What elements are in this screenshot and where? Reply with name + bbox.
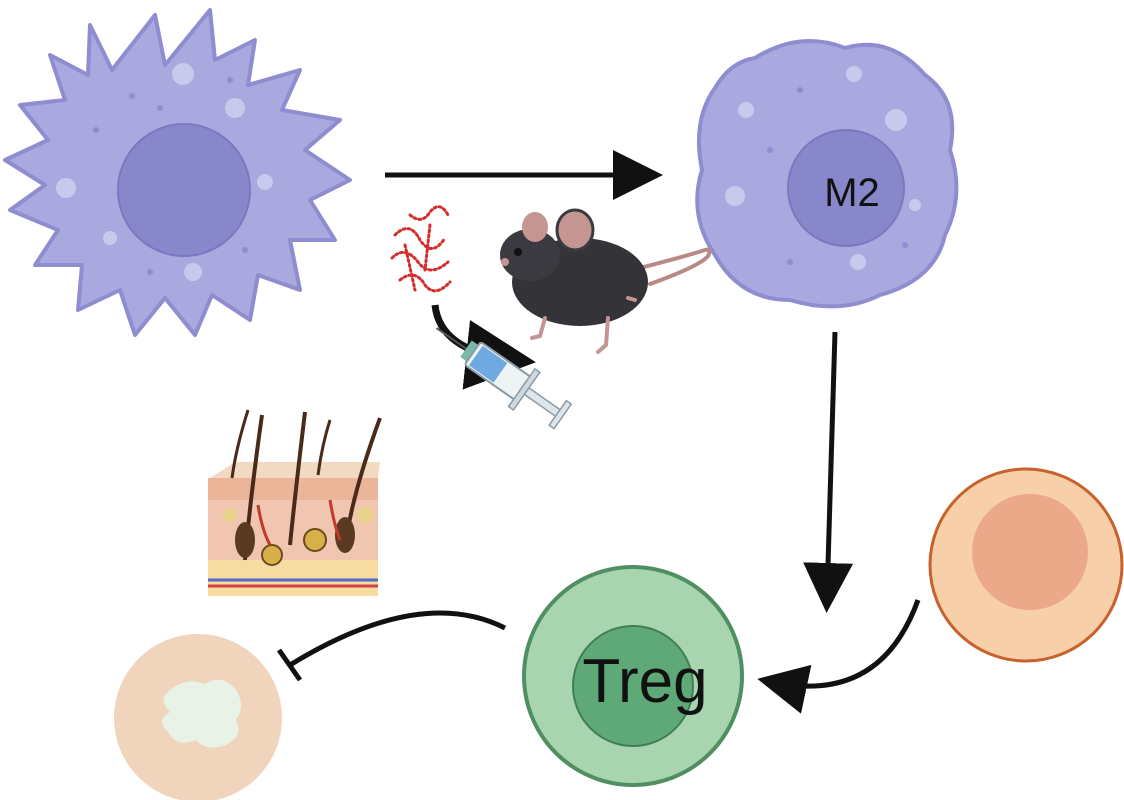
peptide-icon [390,205,452,293]
treg-label: Treg [582,647,707,716]
m2-macrophage-icon [695,38,959,309]
vitiligo-lesion-icon [114,634,282,800]
syringe-icon [435,327,573,430]
arrow-m2-to-treg [803,331,854,613]
inhibition-bar [276,648,303,682]
inhibition-arrow [288,610,507,668]
m2-label: M2 [824,171,880,215]
mouse-icon [500,208,712,354]
arrow-tcell-to-treg [757,599,921,714]
skin-tissue-icon [208,409,382,596]
t-cell-icon [928,467,1124,663]
treg-cell-icon [522,565,744,787]
dendritic-cell-icon [3,8,352,337]
